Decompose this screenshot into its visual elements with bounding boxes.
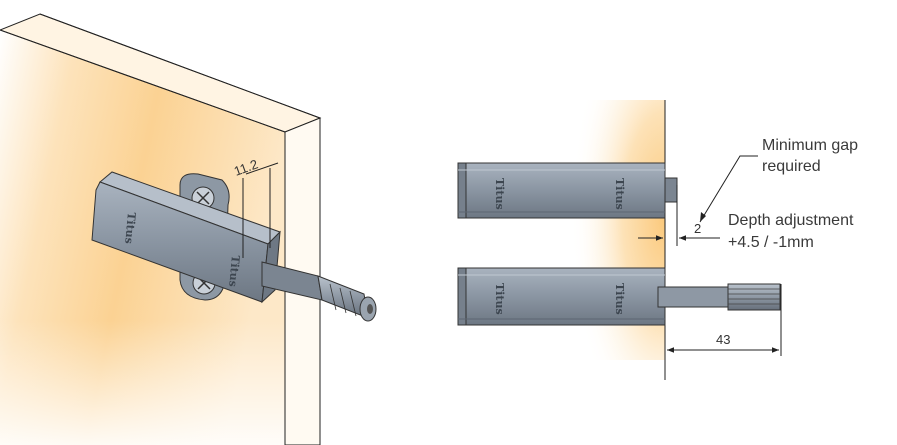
dimension-gap: 2	[638, 185, 720, 246]
brand-mark-text: Titus	[613, 283, 626, 315]
latch-top-retracted: Titus Titus	[457, 162, 678, 219]
latch-bottom-extended: Titus Titus	[457, 267, 781, 326]
dimension-43: 43	[667, 284, 782, 356]
push-rod-perspective	[261, 261, 377, 322]
latch-tip	[664, 177, 678, 203]
right-elevation-view: Titus Titus Titus Titus 2	[457, 100, 858, 380]
push-latch-body-perspective: Titus Titus	[91, 171, 281, 304]
panel-top-line	[39, 13, 321, 119]
depth-adjustment-label: Depth adjustment	[728, 212, 854, 229]
brand-mark-text: Titus	[226, 255, 242, 288]
brand-mark-text: Titus	[493, 178, 506, 210]
screw-cross-icon	[196, 191, 210, 205]
push-rod-head	[727, 283, 781, 311]
brand-mark-text: Titus	[122, 212, 138, 245]
brand-mark-text: Titus	[613, 178, 626, 210]
push-rod	[657, 286, 729, 308]
panel-edge-line	[0, 29, 286, 133]
brand-mark-text: Titus	[493, 283, 506, 315]
dimension-label-43: 43	[716, 332, 730, 347]
minimum-gap-label: Minimum gap	[762, 137, 858, 154]
left-perspective-view: Titus Titus 11.2	[0, 13, 377, 445]
minimum-gap-leader	[699, 155, 758, 223]
dimension-label-gap: 2	[694, 221, 701, 236]
minimum-gap-label-line2: required	[762, 158, 821, 175]
depth-adjustment-range: +4.5 / -1mm	[728, 234, 814, 251]
